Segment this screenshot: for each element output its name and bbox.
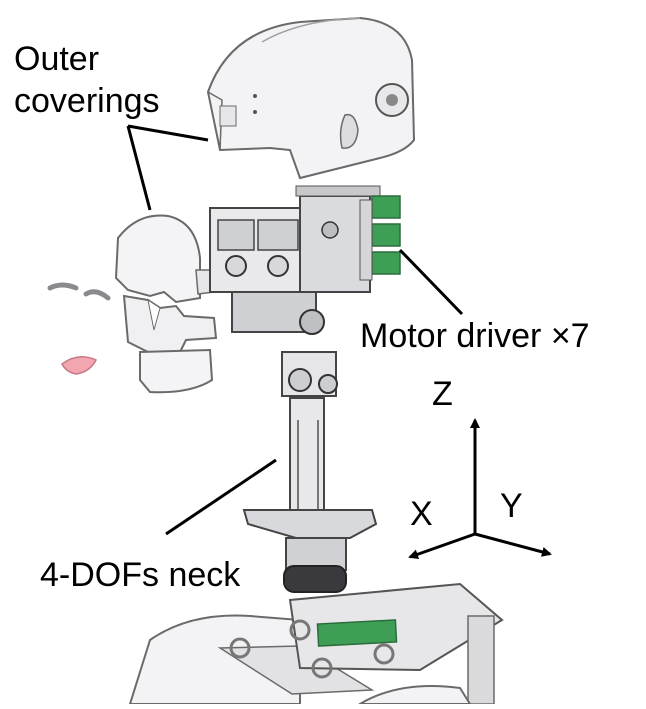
axis-label-z: Z: [432, 375, 453, 413]
lips: [61, 356, 98, 375]
leader-line-face-cover: [126, 125, 152, 211]
eye-mechanism: [209, 195, 371, 335]
motor-driver-boards: [295, 185, 401, 281]
leader-line-neck: [165, 458, 277, 536]
axis-label-y: Y: [500, 487, 523, 525]
leader-line-outer-cover: [127, 124, 209, 142]
label-outer-line2: coverings: [14, 82, 160, 120]
right-eyebrow: [83, 289, 111, 301]
back-head-cover: [206, 16, 416, 180]
robot-base: [128, 582, 504, 705]
neck-assembly: [242, 351, 378, 593]
x-axis-arrow: [408, 532, 476, 560]
face-covering: [114, 214, 218, 394]
left-eyebrow: [47, 282, 79, 291]
axis-label-x: X: [410, 495, 433, 533]
leader-line-motor-driver: [398, 248, 464, 316]
label-neck: 4-DOFs neck: [40, 556, 241, 594]
label-motor-driver: Motor driver ×7: [360, 317, 590, 355]
coordinate-axes: [408, 418, 552, 560]
label-outer-line1: Outer: [14, 40, 100, 78]
y-axis-arrow: [474, 532, 552, 557]
